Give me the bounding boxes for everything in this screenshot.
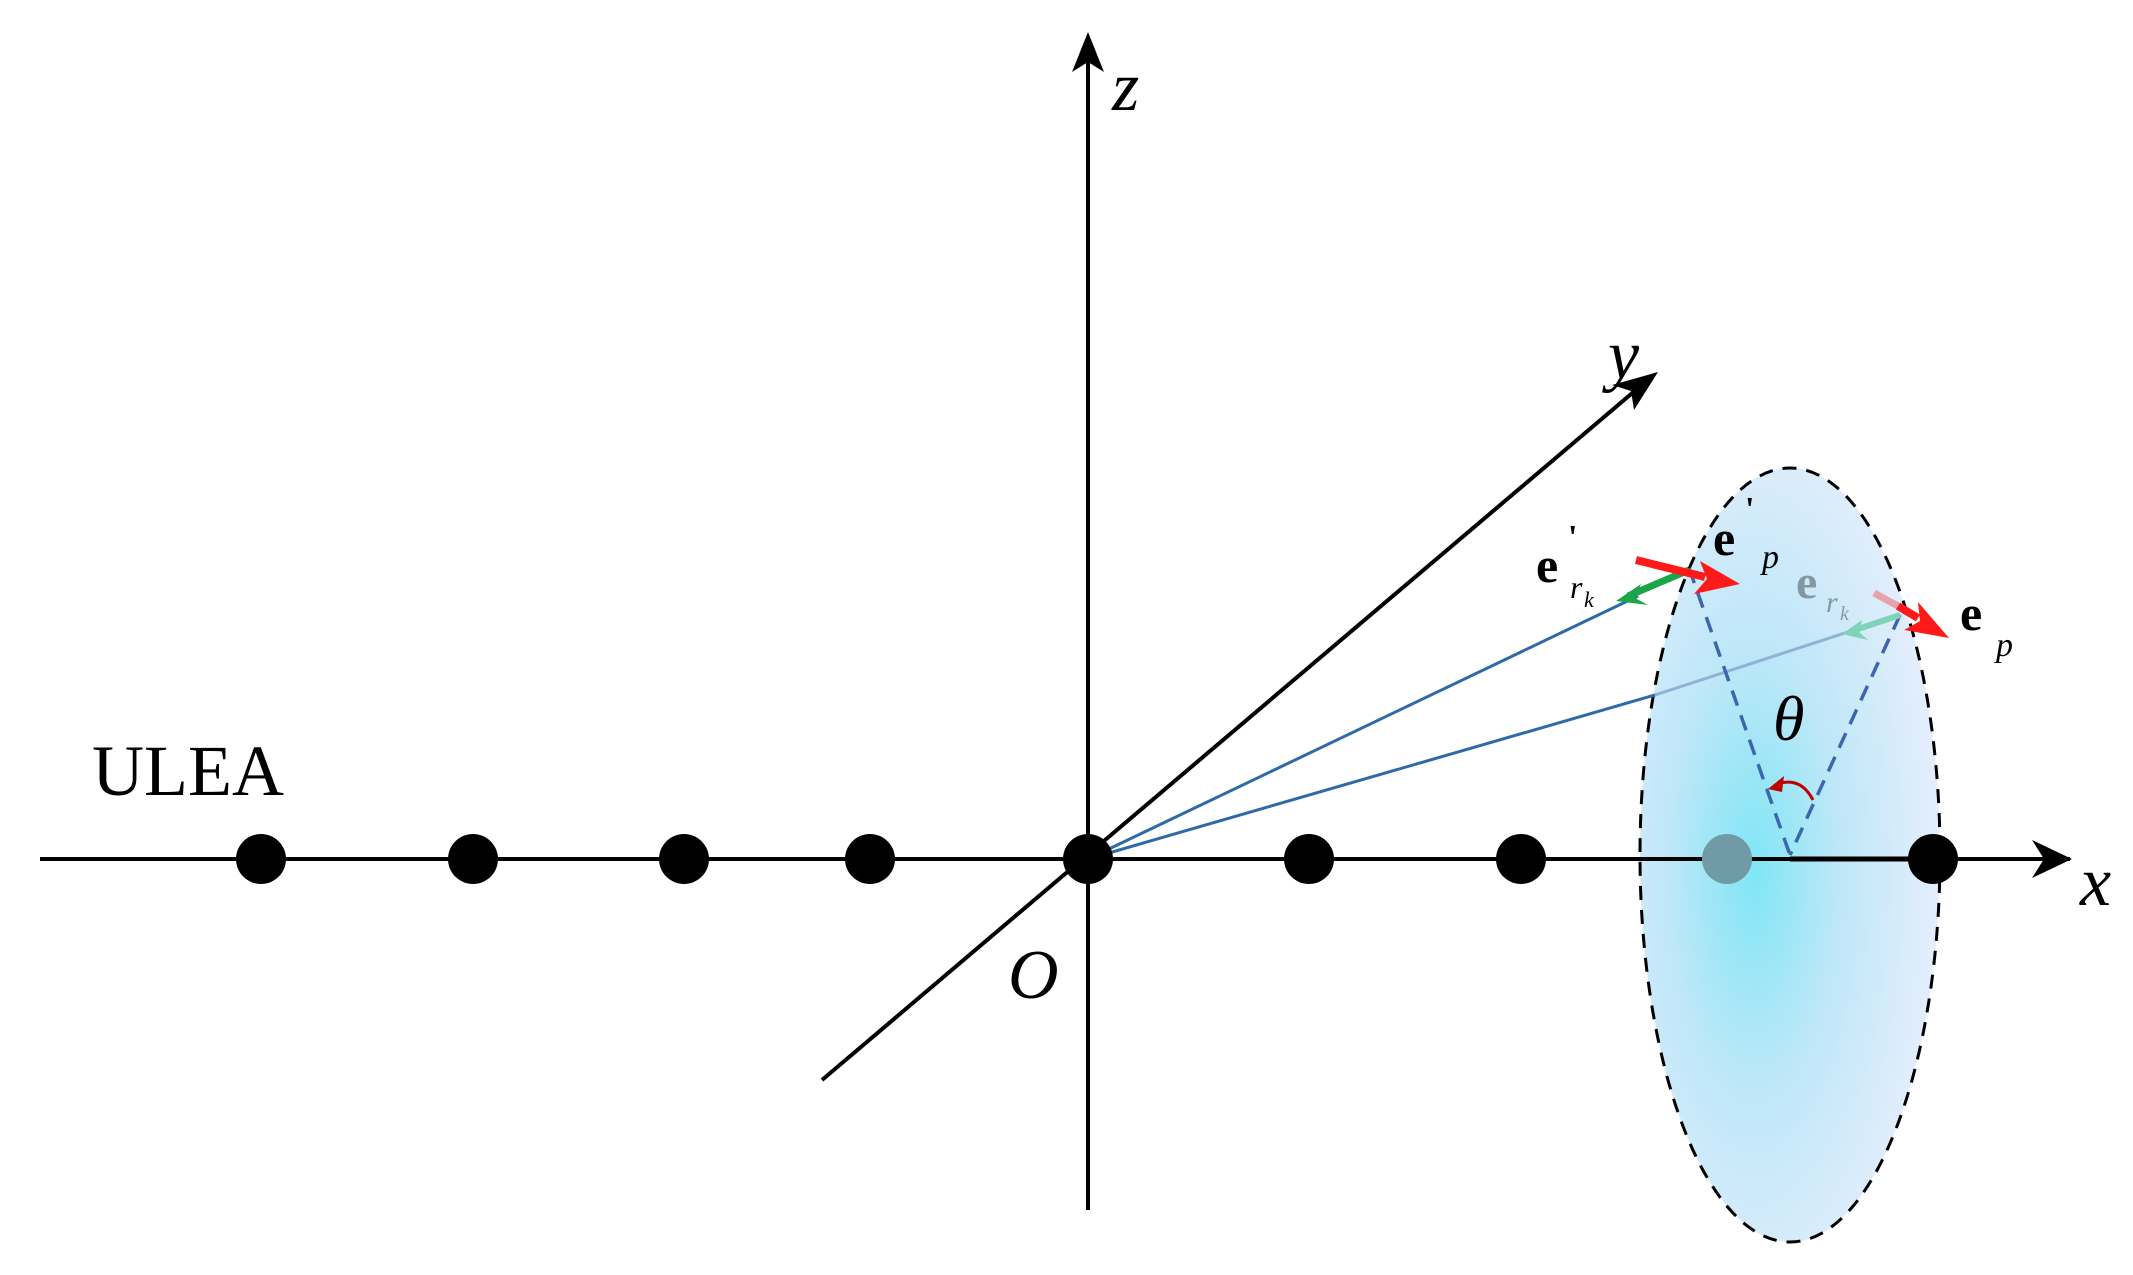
y-axis-label: y bbox=[1602, 317, 1640, 394]
label-e-p: e p bbox=[1960, 585, 2013, 664]
array-element bbox=[1284, 834, 1334, 884]
ray-far bbox=[1087, 693, 1656, 861]
array-elements bbox=[236, 834, 1958, 884]
z-axis-label: z bbox=[1111, 49, 1139, 126]
array-element bbox=[1496, 834, 1546, 884]
svg-text:e: e bbox=[1796, 556, 1817, 609]
svg-text:k: k bbox=[1584, 587, 1595, 612]
theta-label: θ bbox=[1773, 683, 1804, 754]
angle-triangle bbox=[1687, 567, 1902, 856]
near-point-vectors bbox=[1616, 556, 1740, 605]
array-element-origin bbox=[1063, 834, 1113, 884]
svg-text:': ' bbox=[1745, 491, 1754, 528]
array-element bbox=[845, 834, 895, 884]
origin-label: O bbox=[1008, 937, 1059, 1014]
x-axis-label: x bbox=[2079, 844, 2111, 921]
array-element bbox=[236, 834, 286, 884]
label-e-prime-p: e ' p bbox=[1713, 491, 1779, 576]
array-element bbox=[448, 834, 498, 884]
label-e-rk: e r k bbox=[1796, 556, 1850, 625]
svg-text:': ' bbox=[1568, 519, 1577, 556]
z-axis bbox=[1072, 32, 1104, 1210]
curved-arrow-icon bbox=[1768, 776, 1815, 801]
polarization-arrow-far bbox=[1895, 602, 1921, 622]
label-e-prime-rk: e ' r k bbox=[1536, 519, 1595, 612]
radial-arrow-far bbox=[1854, 612, 1901, 633]
array-label: ULEA bbox=[92, 731, 284, 811]
svg-text:k: k bbox=[1840, 603, 1850, 625]
polarization-arrow-far-faded bbox=[1872, 589, 1900, 610]
svg-text:e: e bbox=[1960, 585, 1982, 641]
svg-text:r: r bbox=[1826, 586, 1838, 619]
y-axis bbox=[820, 372, 1658, 1082]
array-element bbox=[659, 834, 709, 884]
svg-text:e: e bbox=[1536, 537, 1558, 593]
svg-text:e: e bbox=[1713, 510, 1735, 566]
ray-near bbox=[1087, 594, 1639, 861]
far-point-vectors bbox=[1842, 589, 1949, 640]
polarization-arrow-near bbox=[1635, 556, 1706, 581]
array-element bbox=[1908, 834, 1958, 884]
svg-text:p: p bbox=[1994, 627, 2013, 664]
array-element-behind bbox=[1702, 834, 1752, 884]
svg-text:p: p bbox=[1760, 539, 1779, 576]
svg-text:r: r bbox=[1570, 569, 1583, 605]
